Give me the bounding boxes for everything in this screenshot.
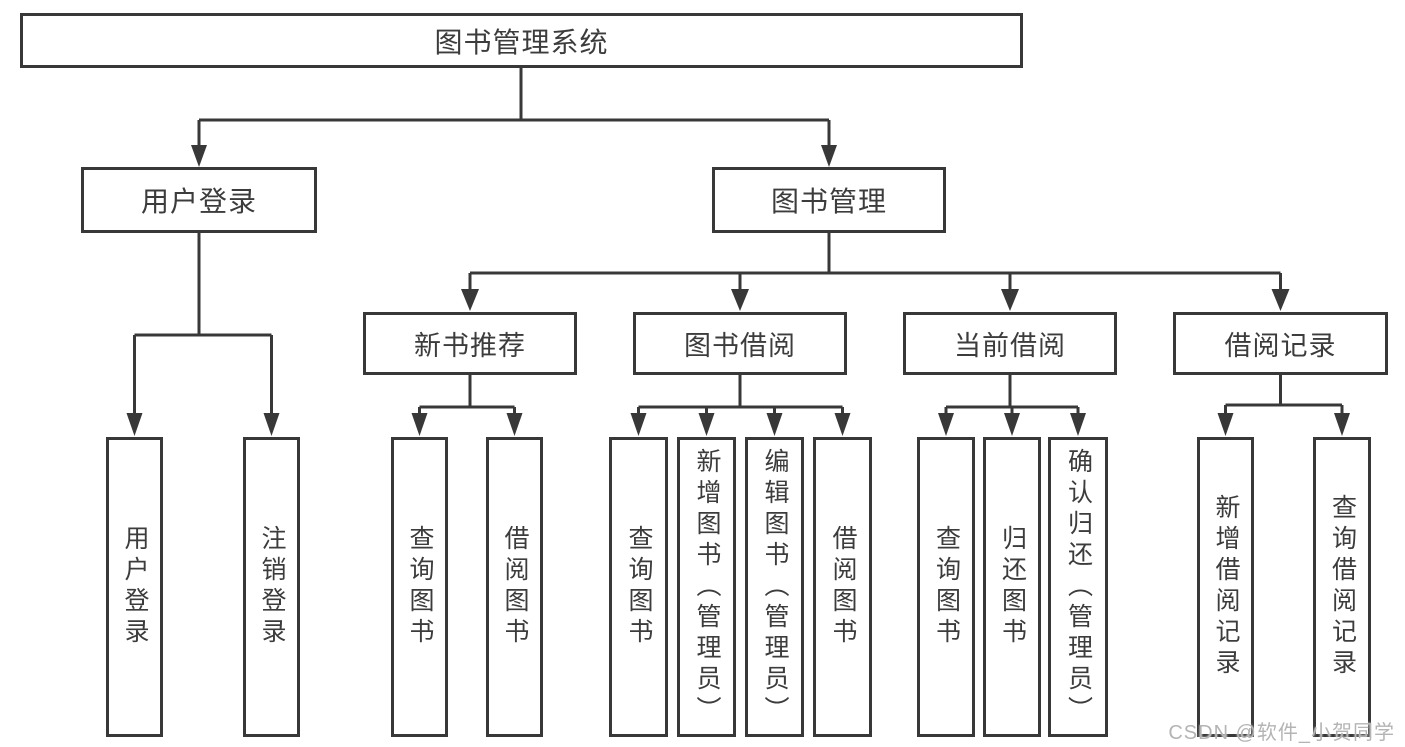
leaf-borrow-books: 借阅图书 bbox=[813, 437, 872, 737]
node-label: 当前借阅 bbox=[954, 331, 1066, 361]
node-label: 新书推荐 bbox=[414, 331, 526, 361]
connector-book-management-to-level2 bbox=[461, 233, 1290, 311]
leaf-query-books: 查询图书 bbox=[391, 437, 448, 737]
leaf-query-books: 查询图书 bbox=[917, 437, 975, 737]
node-label: 图书管理 bbox=[770, 186, 887, 217]
node-label: 用户登录 bbox=[121, 525, 149, 649]
node-book-management: 图书管理 bbox=[712, 167, 946, 233]
node-label: 图书借阅 bbox=[684, 331, 796, 361]
node-label: 借阅记录 bbox=[1224, 331, 1337, 361]
leaf-return-books: 归还图书 bbox=[983, 437, 1041, 737]
node-label: 确认归还（管理员） bbox=[1064, 447, 1093, 727]
connector-user-login-to-leaves bbox=[126, 233, 280, 436]
node-label: 注销登录 bbox=[258, 525, 286, 649]
leaf-query-borrow-record: 查询借阅记录 bbox=[1313, 437, 1371, 737]
leaf-logout: 注销登录 bbox=[243, 437, 300, 737]
leaf-query-books: 查询图书 bbox=[609, 437, 668, 737]
connector-book-borrow-to-leaves bbox=[630, 375, 851, 436]
node-user-login: 用户登录 bbox=[81, 167, 317, 233]
connector-new-book-to-leaves bbox=[411, 375, 523, 436]
node-current-borrowing: 当前借阅 bbox=[903, 312, 1117, 375]
node-label: 新增图书（管理员） bbox=[693, 447, 721, 727]
node-label: 查询图书 bbox=[625, 525, 653, 649]
connector-current-borrow-to-leaves bbox=[938, 375, 1086, 436]
node-label: 归还图书 bbox=[998, 525, 1027, 649]
node-label: 用户登录 bbox=[140, 186, 257, 217]
node-label: 借阅图书 bbox=[829, 525, 857, 649]
connector-borrow-records-to-leaves bbox=[1217, 375, 1350, 436]
leaf-add-borrow-record: 新增借阅记录 bbox=[1197, 437, 1254, 737]
leaf-edit-books-admin: 编辑图书（管理员） bbox=[745, 437, 804, 737]
csdn-watermark: CSDN @软件_小贺同学 bbox=[1168, 722, 1395, 744]
node-library-management-system: 图书管理系统 bbox=[20, 13, 1023, 68]
node-new-book-recommendation: 新书推荐 bbox=[363, 312, 577, 375]
node-book-borrowing: 图书借阅 bbox=[633, 312, 847, 375]
node-label: 查询图书 bbox=[932, 525, 961, 649]
leaf-borrow-books: 借阅图书 bbox=[486, 437, 543, 737]
leaf-user-login: 用户登录 bbox=[106, 437, 163, 737]
node-borrowing-records: 借阅记录 bbox=[1173, 312, 1388, 375]
node-label: 图书管理系统 bbox=[434, 26, 609, 58]
leaf-confirm-return-admin: 确认归还（管理员） bbox=[1048, 437, 1108, 737]
connector-root-to-level1 bbox=[191, 68, 837, 167]
node-label: 查询图书 bbox=[406, 525, 434, 649]
node-label: 编辑图书（管理员） bbox=[761, 447, 789, 727]
node-label: 查询借阅记录 bbox=[1328, 494, 1357, 680]
node-label: 借阅图书 bbox=[501, 525, 529, 649]
node-label: 新增借阅记录 bbox=[1212, 494, 1240, 680]
leaf-add-books-admin: 新增图书（管理员） bbox=[677, 437, 736, 737]
